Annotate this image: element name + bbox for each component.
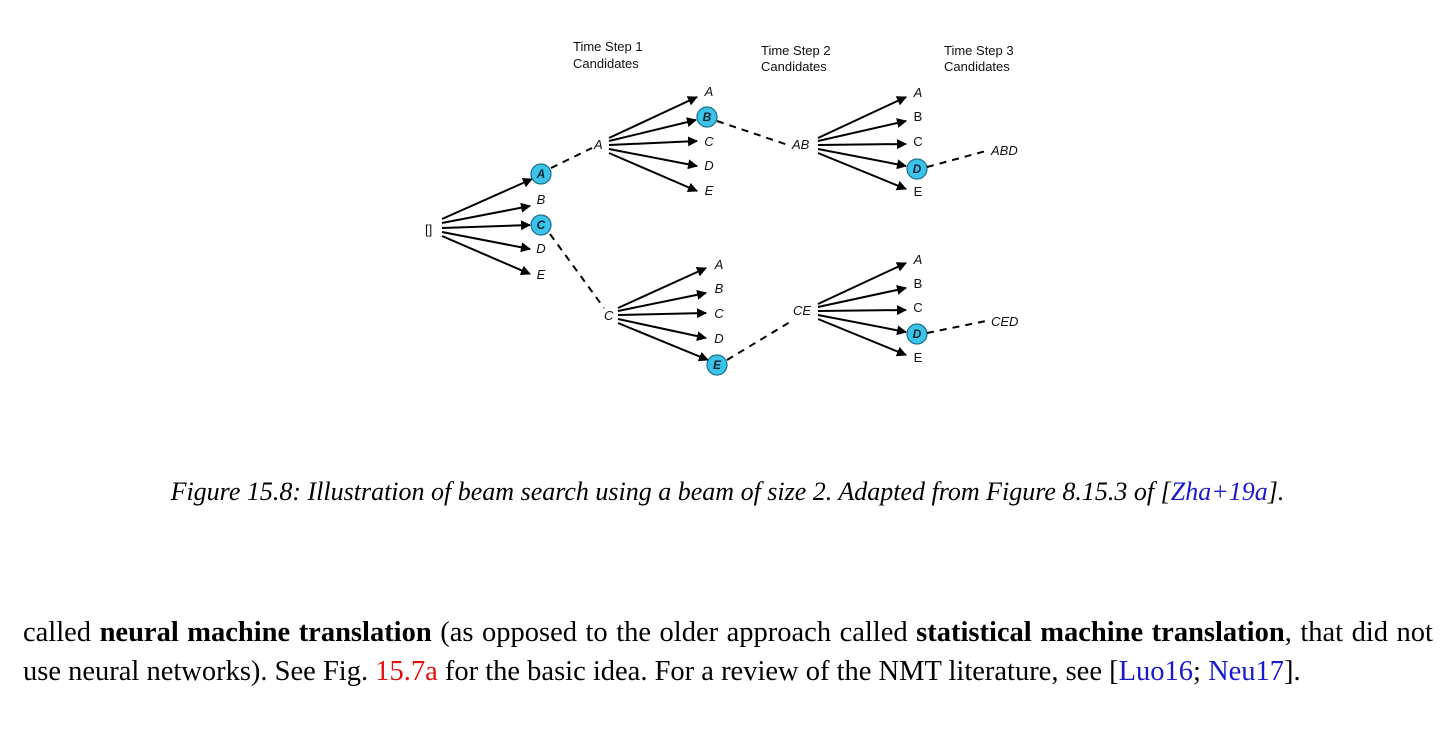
header-step-2: Time Step 2 Candidates bbox=[761, 43, 831, 74]
paragraph-text: (as opposed to the older approach called bbox=[431, 617, 917, 648]
svg-text:B: B bbox=[703, 110, 712, 124]
selected-node bbox=[530, 163, 552, 185]
beam-path bbox=[716, 120, 789, 146]
caption-suffix: ]. bbox=[1267, 477, 1285, 506]
beam-path bbox=[549, 233, 605, 309]
step3-prefix-ce: CE bbox=[793, 303, 811, 318]
step2-upper-candidate-c: C bbox=[704, 134, 714, 149]
svg-text:A: A bbox=[536, 167, 546, 181]
step2-lower-candidate-c: C bbox=[714, 306, 724, 321]
final-sequence-abd: ABD bbox=[990, 143, 1018, 158]
figure-caption: Figure 15.8: Illustration of beam search… bbox=[0, 477, 1455, 507]
selected-node bbox=[530, 214, 552, 236]
step3-upper-candidate-a: A bbox=[913, 85, 923, 100]
header-step-2-line2: Candidates bbox=[761, 59, 827, 74]
header-step-1-line2: Candidates bbox=[573, 56, 639, 71]
step1-candidate-a: A bbox=[530, 163, 552, 185]
step2-lower-candidate-d: D bbox=[714, 331, 723, 346]
beam-search-diagram: Time Step 1 Candidates Time Step 2 Candi… bbox=[425, 39, 1018, 376]
step3-lower-candidate-e: E bbox=[914, 350, 923, 365]
beam-path bbox=[550, 147, 593, 169]
paragraph-text: , that did not use neural networks). See… bbox=[23, 617, 1433, 687]
step2-upper-edges bbox=[608, 96, 698, 193]
step1-candidate-b: B bbox=[537, 192, 546, 207]
step3-upper-candidate-e: E bbox=[914, 184, 923, 199]
paragraph-text: called bbox=[23, 617, 100, 648]
figure-reference-link[interactable]: 15.7a bbox=[375, 656, 438, 687]
step1-edges bbox=[441, 178, 533, 276]
header-step-1-line1: Time Step 1 bbox=[573, 39, 643, 54]
step3-lower-edges bbox=[817, 262, 907, 357]
step2-lower-edges bbox=[617, 267, 709, 362]
step2-lower-candidate-a: A bbox=[714, 257, 724, 272]
svg-text:D: D bbox=[913, 327, 922, 341]
caption-citation-link[interactable]: Zha+19a bbox=[1170, 477, 1268, 506]
step3-upper-candidate-b: B bbox=[914, 109, 923, 124]
step2-upper-candidate-a: A bbox=[704, 84, 714, 99]
citation-link-luo16[interactable]: Luo16 bbox=[1118, 656, 1194, 687]
term-nmt: neural machine translation bbox=[99, 617, 432, 648]
selected-node bbox=[906, 323, 928, 345]
step3-upper-edges bbox=[817, 96, 907, 191]
step2-prefix-c: C bbox=[604, 308, 614, 323]
step3-prefix-ab: AB bbox=[791, 137, 810, 152]
step2-prefix-a: A bbox=[593, 137, 603, 152]
step3-lower-candidate-c: C bbox=[913, 300, 922, 315]
header-step-3-line1: Time Step 3 bbox=[944, 43, 1014, 58]
root-label: [] bbox=[425, 222, 432, 237]
step1-candidate-d: D bbox=[536, 241, 545, 256]
beam-path bbox=[926, 150, 987, 168]
final-sequence-ced: CED bbox=[991, 314, 1018, 329]
step2-lower-candidate-b: B bbox=[715, 281, 724, 296]
citation-link-neu17[interactable]: Neu17 bbox=[1208, 656, 1285, 687]
body-paragraph: called neural machine translation (as op… bbox=[23, 613, 1433, 691]
step2-upper-candidate-b: B bbox=[696, 106, 718, 128]
selected-node bbox=[706, 354, 728, 376]
step2-upper-candidate-d: D bbox=[704, 158, 713, 173]
step2-upper-candidate-e: E bbox=[705, 183, 714, 198]
selected-node bbox=[696, 106, 718, 128]
selected-node bbox=[906, 158, 928, 180]
step3-lower-candidate-d: D bbox=[906, 323, 928, 345]
header-step-1: Time Step 1 Candidates bbox=[573, 39, 643, 71]
paragraph-text: for the basic idea. For a review of the … bbox=[437, 656, 1119, 687]
header-step-3-line2: Candidates bbox=[944, 59, 1010, 74]
svg-text:C: C bbox=[537, 218, 546, 232]
header-step-2-line1: Time Step 2 bbox=[761, 43, 831, 58]
step1-candidate-e: E bbox=[537, 267, 546, 282]
beam-path bbox=[926, 320, 987, 334]
svg-text:E: E bbox=[713, 358, 722, 372]
svg-text:D: D bbox=[913, 162, 922, 176]
caption-text: Figure 15.8: Illustration of beam search… bbox=[170, 477, 1171, 506]
step3-lower-candidate-b: B bbox=[914, 276, 923, 291]
paragraph-text: ]. bbox=[1284, 656, 1301, 687]
step1-candidate-c: C bbox=[530, 214, 552, 236]
paragraph-text: ; bbox=[1193, 656, 1209, 687]
step3-upper-candidate-d: D bbox=[906, 158, 928, 180]
step3-lower-candidate-a: A bbox=[913, 252, 923, 267]
header-step-3: Time Step 3 Candidates bbox=[944, 43, 1014, 74]
term-smt: statistical machine translation bbox=[916, 617, 1285, 648]
step2-lower-candidate-e: E bbox=[706, 354, 728, 376]
beam-path bbox=[726, 321, 791, 361]
step3-upper-candidate-c: C bbox=[913, 134, 922, 149]
